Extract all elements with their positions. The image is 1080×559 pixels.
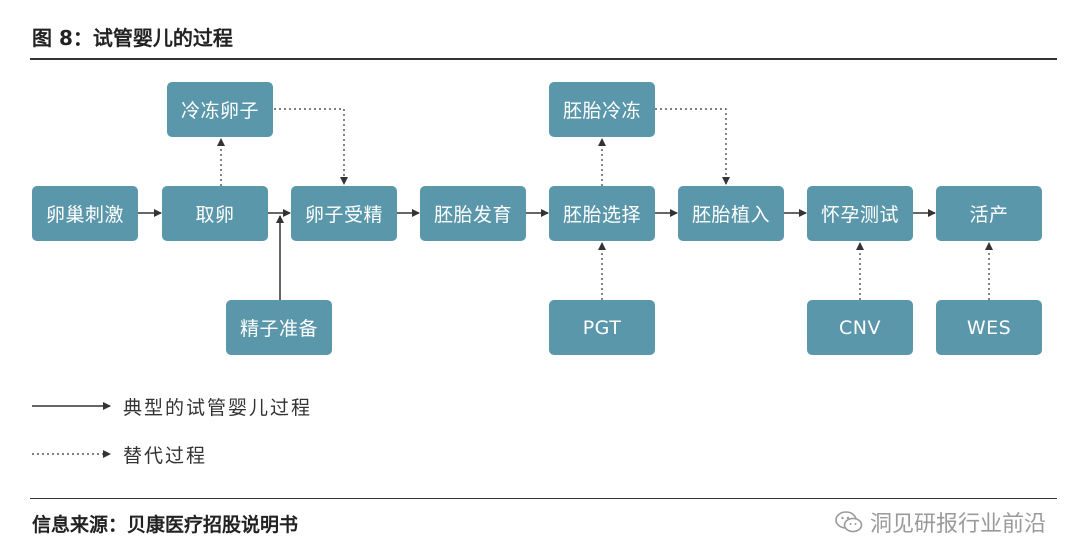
- node-pgt: PGT: [549, 300, 655, 355]
- node-ovarian-stimulation: 卵巢刺激: [32, 186, 138, 241]
- bottom-rule: [30, 498, 1057, 499]
- node-embryo-development: 胚胎发育: [420, 186, 526, 241]
- legend-dotted-label: 替代过程: [123, 445, 208, 467]
- legend-solid-label: 典型的试管婴儿过程: [123, 397, 313, 419]
- node-egg-retrieval: 取卵: [162, 186, 268, 241]
- wechat-icon: [834, 509, 864, 535]
- node-egg-freezing: 冷冻卵子: [167, 82, 273, 137]
- node-pregnancy-test: 怀孕测试: [807, 186, 913, 241]
- node-fertilization: 卵子受精: [291, 186, 397, 241]
- node-embryo-selection: 胚胎选择: [549, 186, 655, 241]
- node-embryo-transfer: 胚胎植入: [678, 186, 784, 241]
- source-note: 信息来源：贝康医疗招股说明书: [32, 514, 299, 536]
- node-live-birth: 活产: [936, 186, 1042, 241]
- watermark: 洞见研报行业前沿: [834, 506, 1046, 538]
- node-cnv: CNV: [807, 300, 913, 355]
- top-rule: [30, 58, 1057, 60]
- node-embryo-freezing: 胚胎冷冻: [549, 82, 655, 137]
- dotted-egg-freezing-to-fertilization: [274, 108, 348, 185]
- figure-title: 图 8：试管婴儿的过程: [32, 26, 233, 50]
- watermark-text: 洞见研报行业前沿: [869, 512, 1046, 537]
- dotted-embryo-freezing-to-transfer: [655, 108, 730, 185]
- node-wes: WES: [936, 300, 1042, 355]
- node-sperm-preparation: 精子准备: [226, 300, 332, 355]
